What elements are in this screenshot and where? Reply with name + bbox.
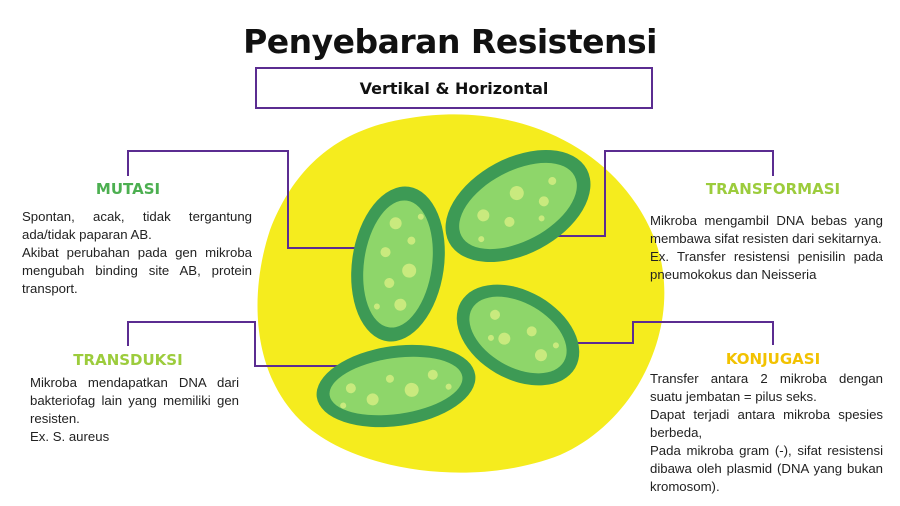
konjugasi-line: Dapat terjadi antara mikroba spesies ber… xyxy=(650,407,883,440)
transduksi-line: Ex. S. aureus xyxy=(30,429,110,444)
mutasi-line: Spontan, acak, tidak tergantung ada/tida… xyxy=(22,209,252,242)
heading-transformasi: TRANSFORMASI xyxy=(705,180,841,198)
heading-konjugasi: KONJUGASI xyxy=(725,350,821,368)
bacterium-left xyxy=(351,186,445,342)
transformasi-line: Ex. Transfer resistensi penisilin pada p… xyxy=(650,249,883,282)
page-title: Penyebaran Resistensi xyxy=(243,22,657,61)
bacterium-middle-right xyxy=(456,284,580,386)
text-transformasi: Mikroba mengambil DNA bebas yang membawa… xyxy=(650,212,883,284)
page-subtitle: Vertikal & Horizontal xyxy=(359,78,549,98)
heading-mutasi: MUTASI xyxy=(95,180,161,198)
bacterium-bottom xyxy=(316,344,476,428)
connector-konjugasi xyxy=(578,321,774,345)
bacterium-top-right xyxy=(445,149,591,263)
text-mutasi: Spontan, acak, tidak tergantung ada/tida… xyxy=(22,208,252,298)
konjugasi-line: Transfer antara 2 mikroba dengan suatu j… xyxy=(650,371,883,404)
connector-lines xyxy=(127,150,774,367)
connector-transduksi xyxy=(127,321,345,367)
transduksi-line: Mikroba mendapatkan DNA dari bakteriofag… xyxy=(30,375,239,426)
connector-transformasi xyxy=(522,150,774,237)
konjugasi-line: Pada mikroba gram (-), sifat resistensi … xyxy=(650,443,883,494)
subtitle-box: Vertikal & Horizontal xyxy=(255,67,653,109)
heading-transduksi: TRANSDUKSI xyxy=(73,351,183,369)
text-konjugasi: Transfer antara 2 mikroba dengan suatu j… xyxy=(650,370,883,496)
connector-mutasi xyxy=(127,150,360,249)
mutasi-line: Akibat perubahan pada gen mikroba mengub… xyxy=(22,245,252,296)
bacteria-group xyxy=(316,149,591,428)
text-transduksi: Mikroba mendapatkan DNA dari bakteriofag… xyxy=(30,374,239,446)
yellow-blob xyxy=(257,114,665,473)
transformasi-line: Mikroba mengambil DNA bebas yang membawa… xyxy=(650,213,883,246)
